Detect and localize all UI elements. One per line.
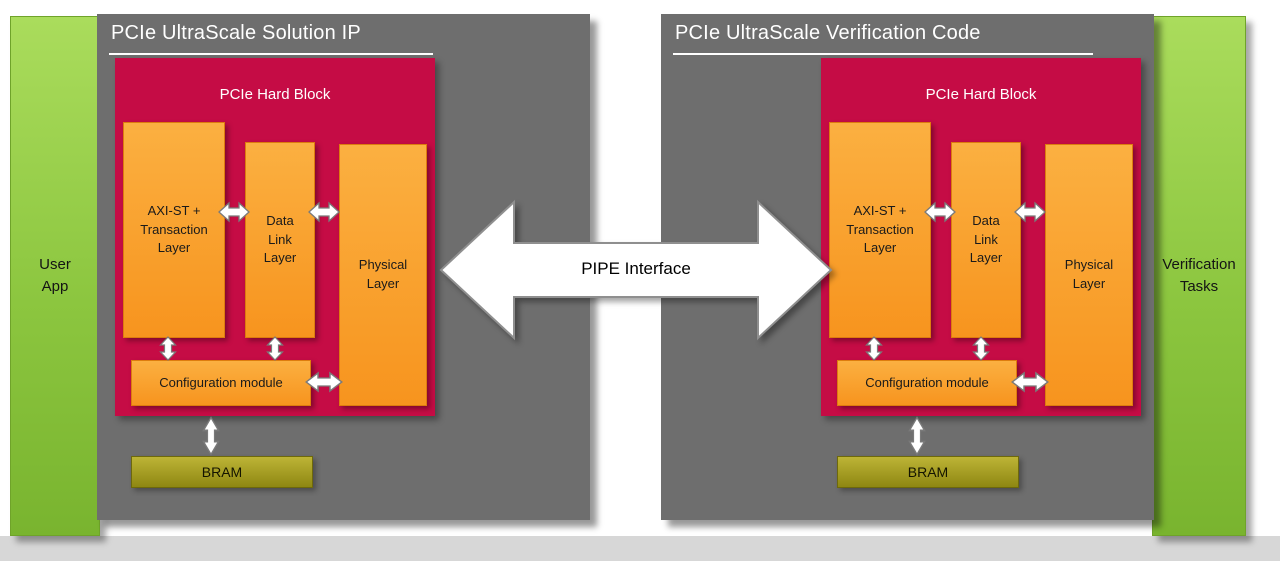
- arrow-config-phy-icon: [1011, 370, 1049, 394]
- solution-ip-panel: PCIe UltraScale Solution IP PCIe Hard Bl…: [97, 14, 590, 520]
- title-underline: [673, 53, 1093, 55]
- pipe-interface-arrow: [438, 196, 834, 344]
- hard-block-title: PCIe Hard Block: [925, 86, 1037, 103]
- data-link-layer-block: Data Link Layer: [245, 142, 315, 338]
- arrow-dll-phy-icon: [1014, 200, 1046, 224]
- arrow-config-bram-icon: [908, 416, 926, 456]
- arrow-dll-config-icon: [266, 336, 284, 361]
- panel-title: PCIe UltraScale Solution IP: [111, 22, 361, 44]
- verification-tasks-bar: Verification Tasks: [1152, 16, 1246, 536]
- bram-block: BRAM: [131, 456, 313, 488]
- panel-title: PCIe UltraScale Verification Code: [675, 22, 981, 44]
- arrow-dll-phy-icon: [308, 200, 340, 224]
- user-app-label: User App: [39, 256, 71, 295]
- arrow-dll-config-icon: [972, 336, 990, 361]
- arrow-axi-dll-icon: [218, 200, 250, 224]
- bram-block: BRAM: [837, 456, 1019, 488]
- arrow-axi-dll-icon: [924, 200, 956, 224]
- title-underline: [109, 53, 433, 55]
- arrow-axi-config-icon: [865, 336, 883, 361]
- axi-transaction-layer-block: AXI-ST + Transaction Layer: [829, 122, 931, 338]
- pcie-hard-block: PCIe Hard Block AXI-ST + Transaction Lay…: [821, 58, 1141, 416]
- physical-layer-block: Physical Layer: [1045, 144, 1133, 406]
- verification-tasks-label: Verification Tasks: [1162, 256, 1236, 295]
- pcie-hard-block: PCIe Hard Block AXI-ST + Transaction Lay…: [115, 58, 435, 416]
- user-app-bar: User App: [10, 16, 100, 536]
- bottom-strip: [0, 536, 1280, 561]
- arrow-config-bram-icon: [202, 416, 220, 456]
- verification-code-panel: PCIe UltraScale Verification Code PCIe H…: [661, 14, 1154, 520]
- data-link-layer-block: Data Link Layer: [951, 142, 1021, 338]
- physical-layer-block: Physical Layer: [339, 144, 427, 406]
- arrow-axi-config-icon: [159, 336, 177, 361]
- configuration-module-block: Configuration module: [837, 360, 1017, 406]
- configuration-module-block: Configuration module: [131, 360, 311, 406]
- hard-block-title: PCIe Hard Block: [219, 86, 331, 103]
- pipe-interface-label: PIPE Interface: [581, 259, 691, 278]
- axi-transaction-layer-block: AXI-ST + Transaction Layer: [123, 122, 225, 338]
- arrow-config-phy-icon: [305, 370, 343, 394]
